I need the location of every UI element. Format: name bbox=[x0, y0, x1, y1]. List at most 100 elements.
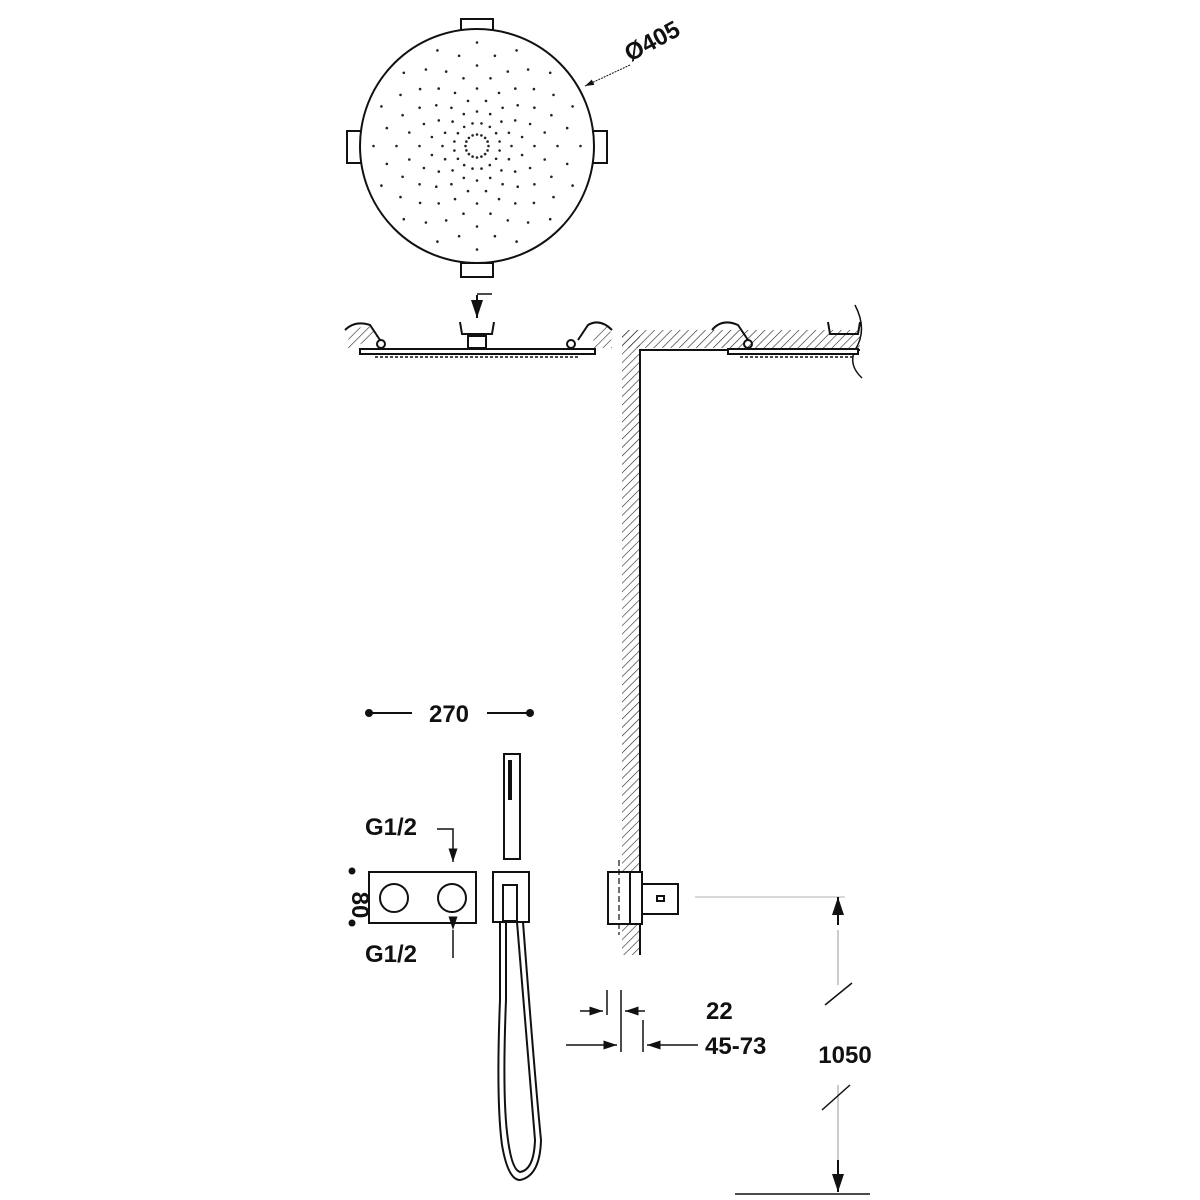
nozzle-hole bbox=[408, 158, 411, 161]
nozzle-hole bbox=[372, 144, 375, 148]
nozzle-hole bbox=[520, 135, 524, 139]
nozzle-hole bbox=[453, 91, 457, 95]
nozzle-hole bbox=[500, 120, 503, 123]
height-dimension: 80 bbox=[346, 867, 373, 927]
outlet-height-dimension bbox=[695, 896, 870, 1195]
nozzle-hole bbox=[513, 170, 517, 173]
nozzle-hole bbox=[436, 49, 439, 52]
nozzle-hole bbox=[488, 112, 492, 116]
nozzle-hole bbox=[435, 185, 438, 188]
nozzle-hole bbox=[498, 140, 501, 143]
nozzle-hole bbox=[515, 240, 518, 243]
nozzle-hole bbox=[443, 157, 447, 161]
nozzle-hole bbox=[498, 149, 501, 152]
nozzle-hole bbox=[488, 125, 492, 129]
nozzle-hole bbox=[480, 134, 483, 137]
depth-min-label: 22 bbox=[706, 998, 733, 1025]
nozzle-hole bbox=[424, 221, 428, 224]
nozzle-hole bbox=[571, 184, 574, 187]
nozzle-hole bbox=[402, 217, 406, 221]
nozzle-hole bbox=[402, 71, 406, 75]
nozzle-hole bbox=[399, 195, 402, 199]
width-label: 270 bbox=[429, 701, 469, 728]
nozzle-hole bbox=[487, 144, 490, 148]
nozzle-hole bbox=[548, 71, 552, 75]
nozzle-hole bbox=[484, 99, 488, 103]
nozzle-hole bbox=[453, 140, 456, 143]
nozzle-hole bbox=[475, 202, 479, 205]
nozzle-hole bbox=[401, 175, 404, 179]
nozzle-hole bbox=[532, 201, 536, 205]
nozzle-hole bbox=[550, 113, 553, 117]
nozzle-hole bbox=[380, 184, 383, 187]
nozzle-hole bbox=[444, 70, 448, 73]
nozzle-hole bbox=[385, 162, 389, 166]
nozzle-hole bbox=[465, 140, 468, 143]
nozzle-hole bbox=[462, 176, 466, 180]
nozzle-hole bbox=[430, 135, 434, 139]
nozzle-hole bbox=[493, 234, 497, 238]
nozzle-hole bbox=[532, 87, 536, 91]
nozzle-hole bbox=[533, 144, 536, 148]
nozzle-hole bbox=[471, 122, 474, 125]
mixer-plate bbox=[368, 871, 477, 924]
nozzle-hole bbox=[471, 134, 474, 137]
nozzle-hole bbox=[520, 153, 524, 157]
nozzle-hole bbox=[497, 91, 501, 95]
nozzle-hole bbox=[422, 166, 426, 170]
nozzle-hole bbox=[488, 163, 492, 167]
nozzle-hole bbox=[565, 162, 569, 166]
nozzle-hole bbox=[456, 157, 460, 161]
nozzle-hole bbox=[475, 64, 479, 67]
nozzle-hole bbox=[450, 182, 453, 186]
nozzle-hole bbox=[456, 131, 460, 135]
nozzle-hole bbox=[501, 182, 504, 186]
nozzle-hole bbox=[484, 189, 488, 193]
nozzle-hole bbox=[462, 212, 465, 215]
nozzle-hole bbox=[422, 122, 426, 126]
nozzle-hole bbox=[437, 87, 441, 90]
nozzle-hole bbox=[548, 217, 552, 221]
nozzle-hole bbox=[489, 212, 492, 215]
nozzle-hole bbox=[471, 167, 474, 170]
nozzle-hole bbox=[486, 149, 489, 152]
inlet-top-label: G1/2 bbox=[365, 814, 417, 841]
nozzle-hole bbox=[450, 106, 453, 110]
nozzle-hole bbox=[489, 77, 492, 80]
nozzle-hole bbox=[408, 131, 411, 134]
nozzle-hole bbox=[516, 185, 519, 188]
nozzle-hole bbox=[556, 144, 559, 148]
nozzle-hole bbox=[500, 169, 503, 172]
nozzle-hole bbox=[475, 41, 479, 44]
shower-head-top-view bbox=[346, 18, 608, 278]
nozzle-hole bbox=[483, 136, 487, 140]
nozzle-hole bbox=[453, 197, 457, 201]
nozzle-hole bbox=[457, 234, 461, 238]
nozzle-hole bbox=[494, 131, 498, 135]
nozzle-hole bbox=[552, 195, 555, 199]
depth-range-label: 45-73 bbox=[705, 1033, 766, 1060]
nozzle-hole bbox=[399, 93, 402, 97]
nozzle-hole bbox=[385, 126, 389, 130]
nozzle-hole bbox=[475, 110, 479, 113]
nozzle-hole bbox=[571, 105, 574, 108]
wall-section bbox=[622, 304, 863, 955]
nozzle-hole bbox=[506, 219, 510, 222]
nozzle-hole bbox=[516, 104, 519, 107]
nozzle-hole bbox=[526, 68, 530, 71]
nozzle-hole bbox=[501, 106, 504, 110]
nozzle-hole bbox=[475, 133, 479, 136]
nozzle-hole bbox=[475, 87, 479, 90]
nozzle-hole bbox=[467, 152, 471, 156]
nozzle-hole bbox=[466, 189, 470, 193]
nozzle-hole bbox=[436, 240, 439, 243]
nozzle-hole bbox=[437, 170, 441, 173]
nozzle-hole bbox=[483, 152, 487, 156]
nozzle-hole bbox=[533, 183, 536, 186]
nozzle-hole bbox=[395, 144, 398, 148]
nozzle-hole bbox=[451, 169, 454, 172]
nozzle-hole bbox=[528, 166, 532, 170]
shower-head-side-view bbox=[344, 293, 613, 358]
nozzle-hole bbox=[480, 155, 483, 158]
nozzle-hole bbox=[515, 49, 518, 52]
